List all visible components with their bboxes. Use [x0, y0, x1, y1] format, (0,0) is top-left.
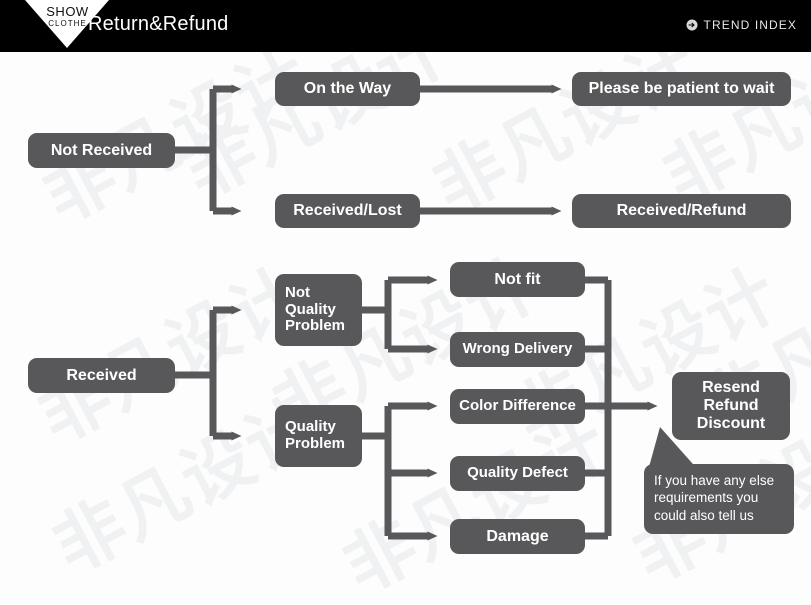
node-label: Received/Lost: [293, 202, 402, 220]
node-label: Color Difference: [459, 397, 576, 415]
node-damage[interactable]: Damage: [450, 519, 585, 554]
node-label-line: Refund: [703, 397, 759, 415]
logo: SHOW CLOTHE: [25, 0, 110, 52]
node-quality-defect[interactable]: Quality Defect: [450, 456, 585, 491]
node-wrong-delivery[interactable]: Wrong Delivery: [450, 332, 585, 367]
callout-line: requirements you: [654, 490, 759, 506]
node-label-line: Resend: [702, 379, 760, 397]
page-title: Return&Refund: [88, 13, 229, 35]
node-received[interactable]: Received: [28, 358, 175, 393]
circle-arrow-right-icon: [686, 19, 698, 31]
node-label-line: Problem: [285, 317, 346, 335]
node-label-line: Problem: [285, 435, 346, 452]
node-please-be-patient[interactable]: Please be patient to wait: [572, 72, 791, 106]
node-received-lost[interactable]: Received/Lost: [275, 194, 420, 228]
node-label: On the Way: [303, 80, 392, 98]
node-received-refund[interactable]: Received/Refund: [572, 194, 791, 228]
node-label-line: Quality: [285, 418, 336, 436]
node-label: Wrong Delivery: [462, 340, 573, 358]
node-label-line: Quality: [285, 300, 336, 318]
logo-subtitle: CLOTHE: [48, 19, 87, 28]
node-label: Quality Defect: [467, 464, 568, 482]
node-label: Damage: [486, 527, 549, 545]
node-label: Received: [66, 366, 137, 384]
logo-triangle-icon: [25, 0, 109, 48]
node-on-the-way[interactable]: On the Way: [275, 72, 420, 106]
node-label: Received/Refund: [616, 202, 747, 220]
logo-title: SHOW: [46, 4, 89, 19]
node-color-difference[interactable]: Color Difference: [450, 389, 585, 424]
node-not-received[interactable]: Not Received: [28, 133, 175, 168]
node-not-quality-problem[interactable]: Not Quality Problem: [275, 274, 362, 346]
callout-line: could also tell us: [654, 507, 754, 523]
node-label-line: Discount: [696, 414, 766, 432]
brand-label: TREND INDEX: [703, 18, 797, 32]
node-label: Please be patient to wait: [588, 80, 775, 98]
node-resend-refund-discount[interactable]: Resend Refund Discount: [672, 372, 790, 440]
brand-mark: TREND INDEX: [686, 18, 797, 32]
node-quality-problem[interactable]: Quality Problem: [275, 405, 362, 467]
node-not-fit[interactable]: Not fit: [450, 262, 585, 297]
callout-line: If you have any else: [654, 473, 775, 488]
node-label: Not Received: [50, 141, 153, 159]
header-bar: SHOW CLOTHE Return&Refund TREND INDEX: [0, 0, 811, 52]
callout-note[interactable]: If you have any else requirements you co…: [644, 464, 794, 534]
node-label: Not fit: [494, 270, 541, 288]
node-label-line: Not: [285, 283, 310, 301]
